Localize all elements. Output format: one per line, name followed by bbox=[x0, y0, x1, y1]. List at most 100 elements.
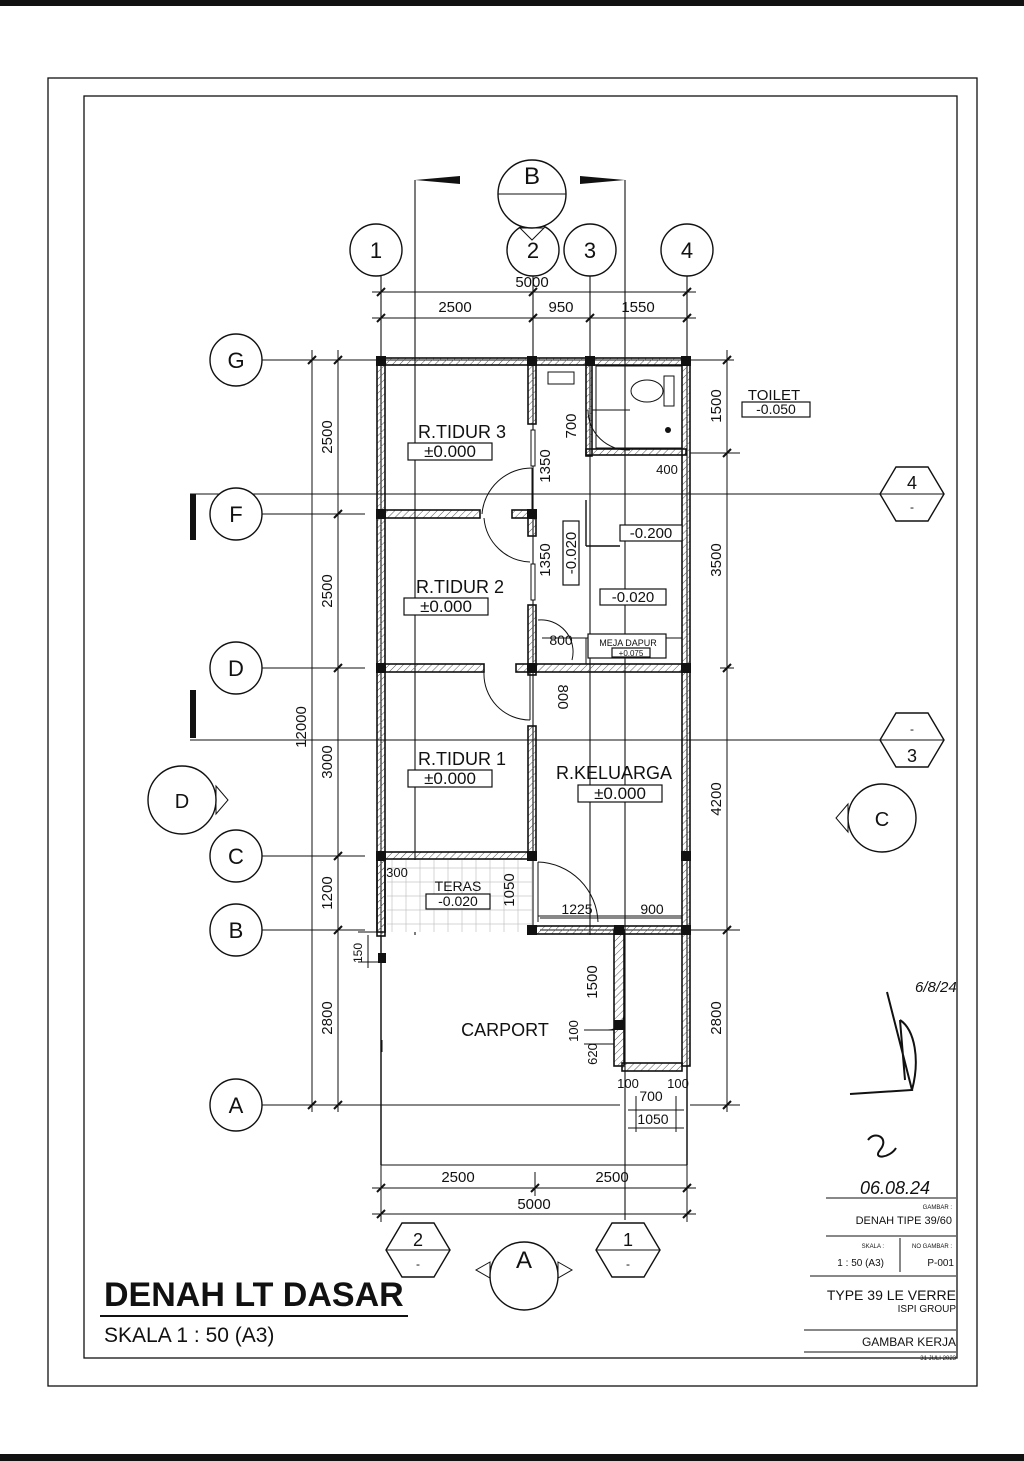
dim-top-c: 1550 bbox=[621, 299, 654, 316]
room-teras-level: -0.020 bbox=[438, 893, 478, 909]
dim-left-3: 3000 bbox=[319, 745, 336, 778]
room-tidur1-level: ±0.000 bbox=[424, 769, 476, 788]
dim-100c: 100 bbox=[667, 1076, 689, 1091]
title-block bbox=[804, 1197, 956, 1353]
grid-col-bubbles bbox=[349, 223, 714, 277]
grid-row-g-label: G bbox=[227, 348, 244, 373]
room-tidur2-level-box bbox=[403, 597, 489, 616]
dim-right-1: 1500 bbox=[708, 389, 725, 422]
dim-150: 150 bbox=[351, 943, 365, 963]
dim-top-total: 5000 bbox=[515, 274, 548, 291]
grid-row-c-label: C bbox=[228, 844, 244, 869]
signature-mark bbox=[849, 991, 917, 1158]
dim-bottom-total: 5000 bbox=[517, 1196, 550, 1213]
room-tidur3-level: ±0.000 bbox=[424, 442, 476, 461]
inner-border bbox=[83, 95, 958, 1359]
room-tidur3-name: R.TIDUR 3 bbox=[418, 422, 506, 442]
dim-1050b: 1050 bbox=[637, 1111, 668, 1127]
hex-1-label: 1 bbox=[623, 1230, 633, 1250]
hex-1-sub: - bbox=[626, 1257, 630, 1271]
tb-company: ISPI GROUP bbox=[898, 1304, 957, 1315]
room-keluarga-level-box bbox=[577, 784, 663, 803]
grid-col-4-label: 4 bbox=[681, 238, 693, 263]
dim-left-2: 2500 bbox=[319, 574, 336, 607]
section-bottom-label: A bbox=[516, 1247, 532, 1274]
door-swings bbox=[481, 409, 682, 1031]
small-dim-lines bbox=[358, 917, 684, 1132]
room-carport-name: CARPORT bbox=[461, 1020, 549, 1040]
section-bubbles bbox=[147, 159, 917, 1311]
level-c-box bbox=[562, 520, 580, 586]
scan-edge-bottom bbox=[0, 1454, 1024, 1461]
room-tidur2-level: ±0.000 bbox=[420, 597, 472, 616]
dim-top-b: 950 bbox=[548, 299, 573, 316]
level-c: -0.020 bbox=[563, 532, 580, 575]
dim-bottom-b: 2500 bbox=[595, 1169, 628, 1186]
room-toilet-level: -0.050 bbox=[756, 401, 796, 417]
hex-4-label: 4 bbox=[907, 473, 917, 493]
hex-2-label: 2 bbox=[413, 1230, 423, 1250]
section-arrows bbox=[190, 176, 625, 738]
dim-1500: 1500 bbox=[584, 965, 601, 998]
dimension-ticks bbox=[307, 287, 732, 1219]
room-keluarga-name: R.KELUARGA bbox=[556, 763, 672, 783]
level-a: -0.200 bbox=[630, 525, 673, 542]
dim-right-4: 2800 bbox=[708, 1001, 725, 1034]
tb-skala: 1 : 50 (A3) bbox=[837, 1258, 884, 1269]
dim-left-4: 1200 bbox=[319, 876, 336, 909]
hex-4-sub: - bbox=[910, 500, 914, 514]
grid-row-f-label: F bbox=[229, 502, 242, 527]
tb-gambar: DENAH TIPE 39/60 bbox=[856, 1215, 952, 1227]
room-tidur1-level-box bbox=[407, 769, 493, 788]
tb-project: TYPE 39 LE VERRE bbox=[827, 1287, 956, 1303]
sheet-title: DENAH LT DASAR bbox=[104, 1276, 404, 1314]
dim-800b: 800 bbox=[554, 684, 571, 709]
dim-100a: 100 bbox=[566, 1020, 581, 1042]
dim-1050a: 1050 bbox=[501, 873, 518, 906]
scan-edge-top bbox=[0, 0, 1024, 6]
section-left-label: D bbox=[175, 791, 189, 813]
signature-date-1: 6/8/24 bbox=[915, 979, 957, 996]
dim-800a: 800 bbox=[549, 632, 573, 648]
grid-col-1-label: 1 bbox=[370, 238, 382, 263]
section-hexagons bbox=[385, 466, 945, 1278]
dim-1350b: 1350 bbox=[537, 543, 554, 576]
kitchen-counter-level: +0.075 bbox=[619, 649, 644, 658]
hex-2-sub: - bbox=[416, 1257, 420, 1271]
grid-row-bubbles bbox=[209, 333, 263, 1132]
dim-left-total: 12000 bbox=[293, 706, 310, 748]
dim-left-1: 2500 bbox=[319, 420, 336, 453]
dim-700: 700 bbox=[563, 413, 580, 438]
dim-620: 620 bbox=[585, 1043, 600, 1065]
room-toilet-level-box bbox=[741, 401, 811, 418]
grid-col-3-label: 3 bbox=[584, 238, 596, 263]
dim-right-3: 4200 bbox=[708, 782, 725, 815]
signature-date-2: 06.08.24 bbox=[860, 1178, 930, 1198]
level-a-box bbox=[619, 524, 683, 542]
room-teras-name: TERAS bbox=[435, 878, 482, 894]
room-toilet-name: TOILET bbox=[748, 387, 800, 404]
room-teras-level-box bbox=[425, 893, 491, 910]
room-keluarga-level: ±0.000 bbox=[594, 784, 646, 803]
tb-gambar-label: GAMBAR : bbox=[923, 1205, 953, 1211]
dim-left-5: 2800 bbox=[319, 1001, 336, 1034]
grid-col-2-label: 2 bbox=[527, 238, 539, 263]
hex-3-sub: - bbox=[910, 722, 914, 736]
kitchen-counter-level-box bbox=[611, 647, 651, 658]
grid-row-b-label: B bbox=[229, 918, 244, 943]
tb-date: 31 JULI 2023 bbox=[920, 1356, 956, 1362]
dim-400: 400 bbox=[656, 462, 678, 477]
dim-300: 300 bbox=[386, 865, 408, 880]
dim-100b: 100 bbox=[617, 1076, 639, 1091]
room-tidur2-name: R.TIDUR 2 bbox=[416, 577, 504, 597]
level-b-box bbox=[599, 588, 667, 606]
grid-row-a-label: A bbox=[229, 1093, 244, 1118]
level-b: -0.020 bbox=[612, 589, 655, 606]
kitchen-counter-name: MEJA DAPUR bbox=[599, 638, 657, 648]
outer-border bbox=[47, 77, 978, 1387]
tb-skala-label: SKALA : bbox=[862, 1244, 885, 1250]
grid-lines bbox=[190, 180, 880, 1220]
dim-top-a: 2500 bbox=[438, 299, 471, 316]
sheet-scale: SKALA 1 : 50 (A3) bbox=[104, 1324, 274, 1347]
